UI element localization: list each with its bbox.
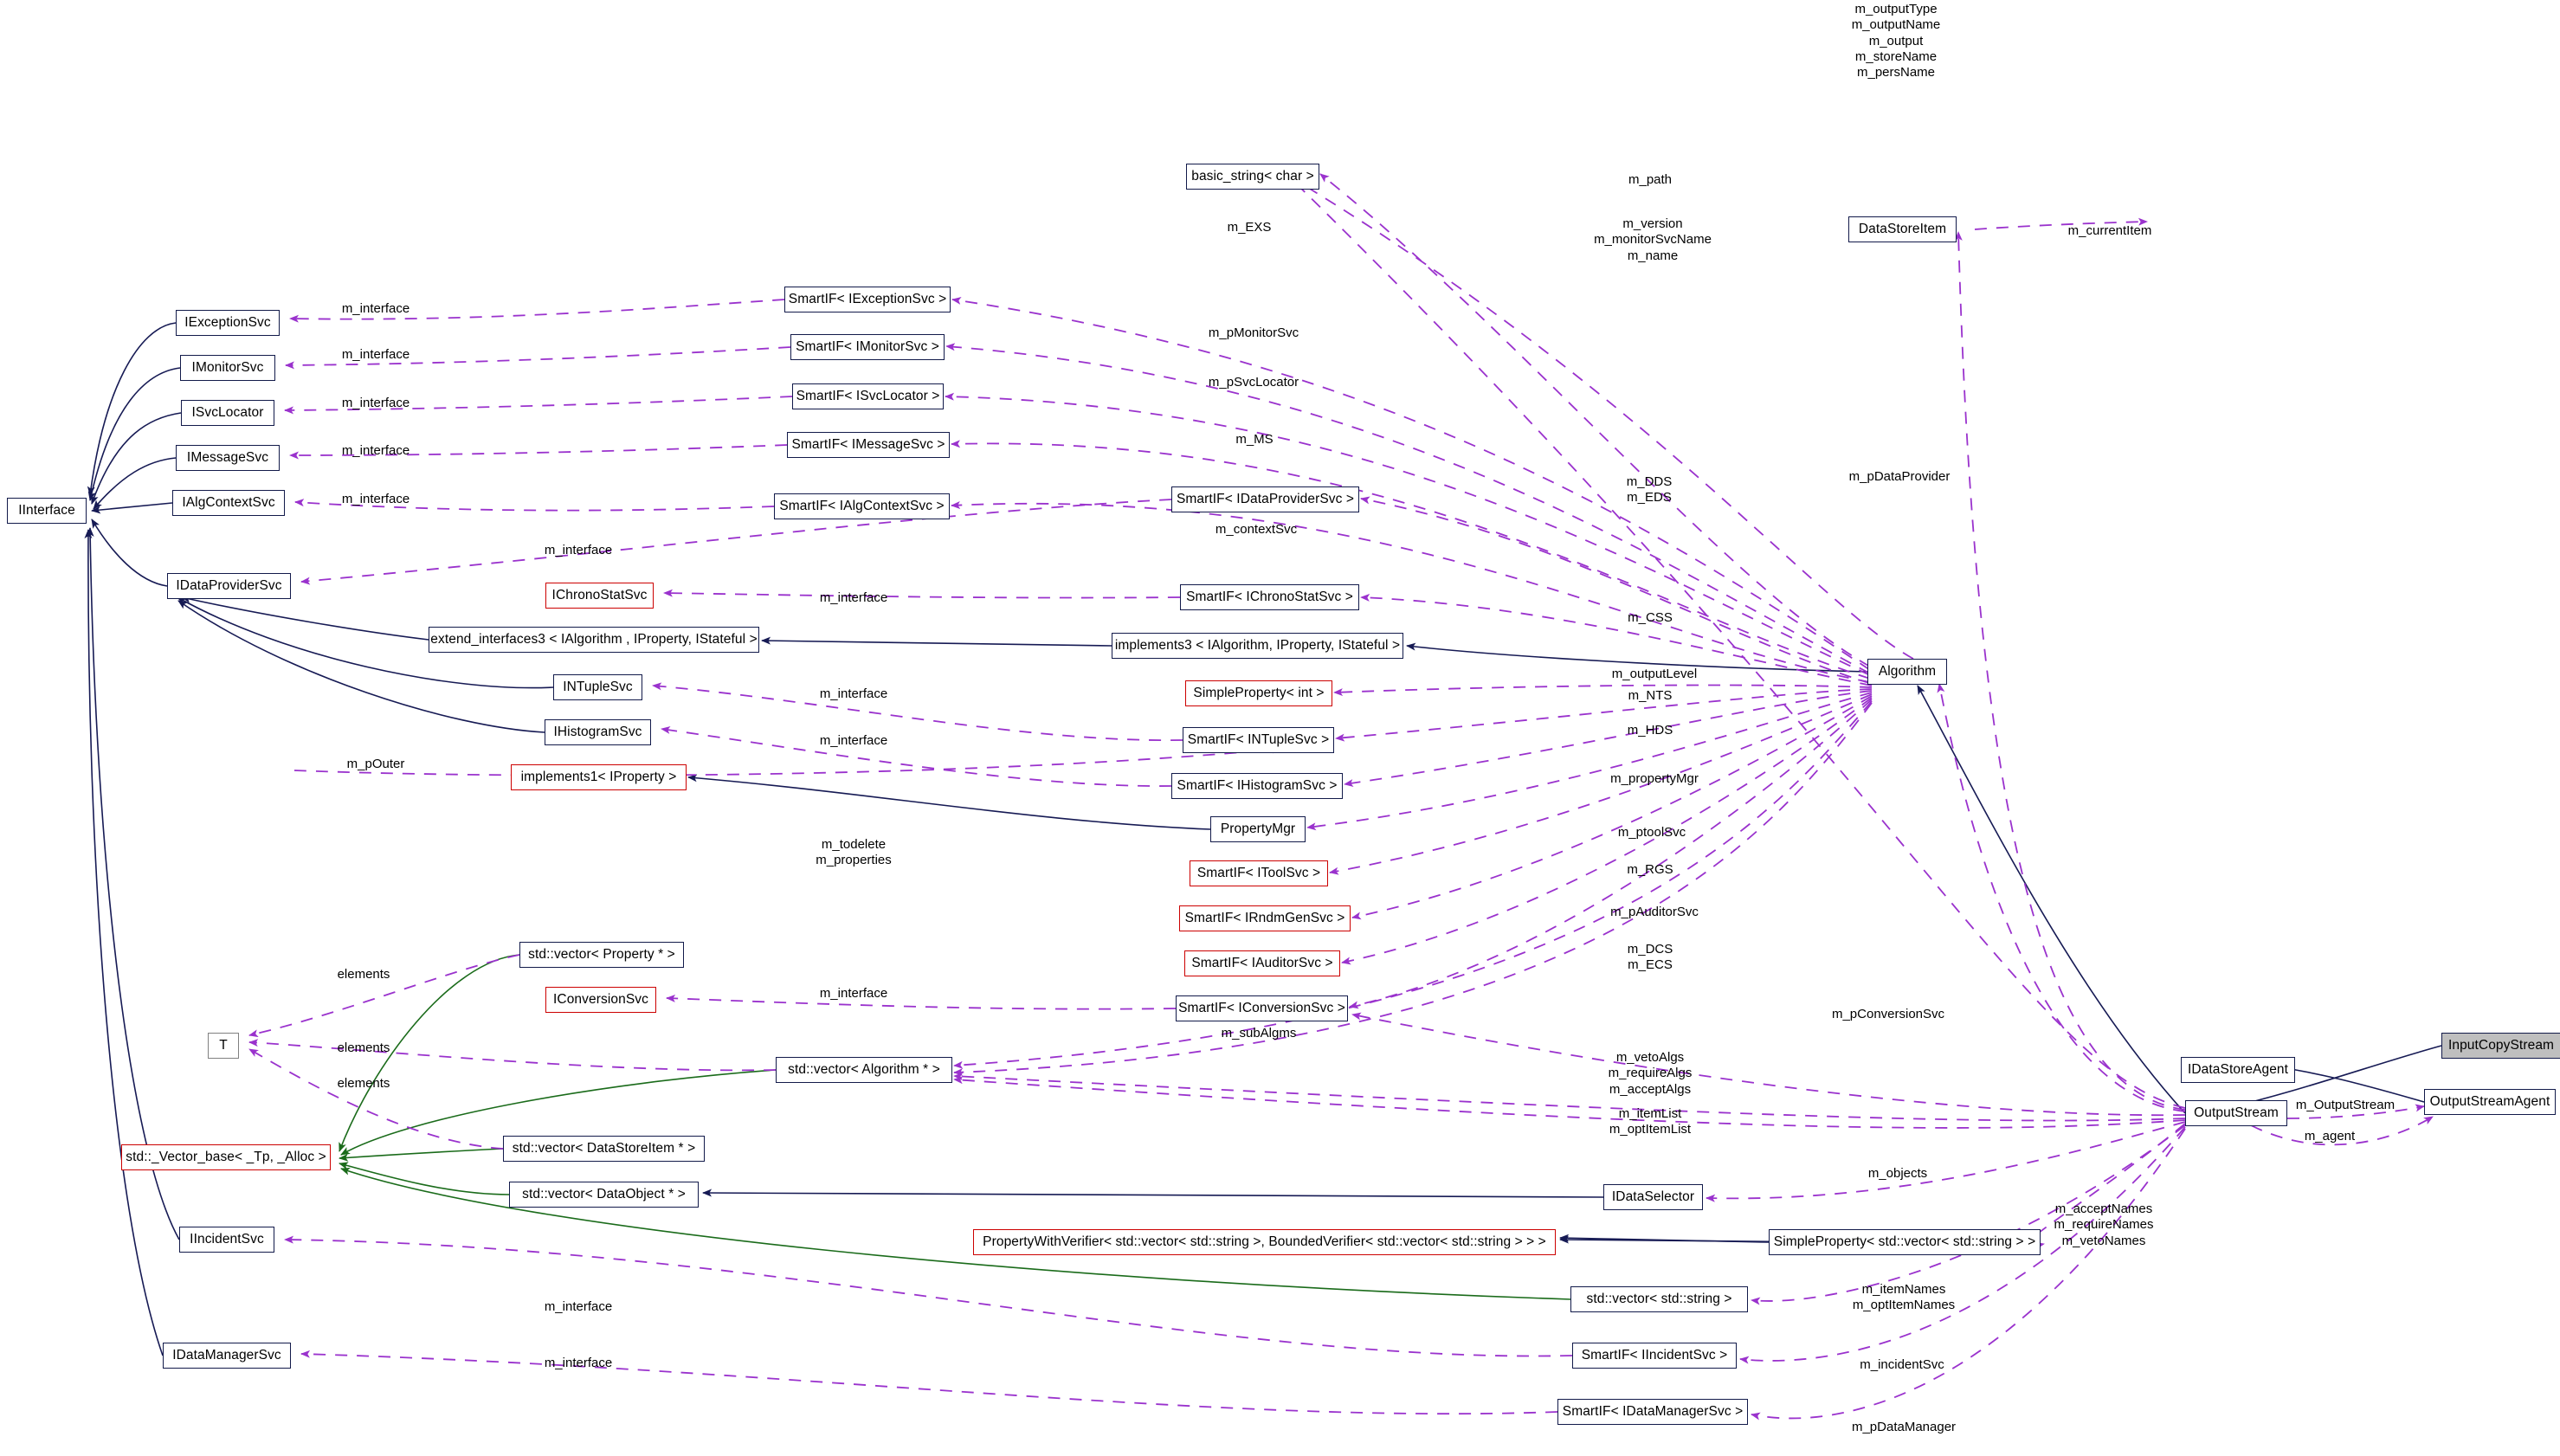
class-node-smartif_isvclocator[interactable]: SmartIF< ISvcLocator >	[792, 383, 944, 409]
edge-label-l_nts: m_NTS	[1628, 688, 1673, 703]
class-node-smartif_imessagesvc[interactable]: SmartIF< IMessageSvc >	[787, 432, 950, 458]
edge-label-l_if9: m_interface	[819, 733, 888, 748]
edge-label-l_if12: m_interface	[544, 1356, 613, 1370]
class-node-outputstreamagent[interactable]: OutputStreamAgent	[2424, 1089, 2556, 1115]
edge-label-l_itemlist: m_itemList m_optItemList	[1609, 1106, 1692, 1137]
class-node-isvclocator[interactable]: ISvcLocator	[181, 400, 274, 426]
edge-label-l_if3: m_interface	[341, 396, 410, 410]
edge-label-l_pmonitorsvc: m_pMonitorSvc	[1208, 325, 1299, 340]
class-node-vector_algorithm[interactable]: std::vector< Algorithm * >	[776, 1057, 952, 1083]
class-node-vector_property[interactable]: std::vector< Property * >	[519, 942, 684, 968]
edge-label-l_outputlevel: m_outputLevel	[1611, 667, 1698, 681]
edge-label-l_outputtype: m_outputType m_outputName m_output m_sto…	[1851, 2, 1941, 81]
edge-label-l_elements2: elements	[337, 1040, 390, 1055]
class-node-vector_string[interactable]: std::vector< std::string >	[1570, 1286, 1748, 1312]
class-node-inputcopystream[interactable]: InputCopyStream	[2441, 1033, 2560, 1059]
class-node-outputstream[interactable]: OutputStream	[2185, 1100, 2287, 1126]
class-node-implements1[interactable]: implements1< IProperty >	[511, 764, 687, 790]
edge-label-l_if4: m_interface	[341, 443, 410, 458]
class-node-ichronostatsvc[interactable]: IChronoStatSvc	[545, 583, 654, 609]
class-node-idataprovidersvc[interactable]: IDataProviderSvc	[167, 573, 291, 599]
edge-label-l_if8: m_interface	[819, 686, 888, 701]
class-node-extend_interfaces3[interactable]: extend_interfaces3 < IAlgorithm , IPrope…	[429, 627, 759, 653]
class-node-smartif_irndmgensvc[interactable]: SmartIF< IRndmGenSvc >	[1179, 905, 1351, 931]
edge-label-l_vetoalgs: m_vetoAlgs m_requireAlgs m_acceptAlgs	[1608, 1050, 1693, 1097]
edge-label-l_if11: m_interface	[544, 1299, 613, 1314]
edge-label-l_hds: m_HDS	[1627, 723, 1673, 738]
edge-label-l_css: m_CSS	[1628, 610, 1673, 625]
class-node-smartif_idataprovider[interactable]: SmartIF< IDataProviderSvc >	[1171, 486, 1359, 512]
edge-label-l_rgs: m_RGS	[1627, 862, 1673, 877]
edge-label-l_dds: m_DDS m_EDS	[1626, 474, 1673, 506]
edge-label-l_if5: m_interface	[341, 492, 410, 506]
edge-label-l_ptoolsvc: m_ptoolSvc	[1617, 825, 1686, 840]
edge-label-l_pouter: m_pOuter	[346, 757, 405, 771]
class-node-iinterface[interactable]: IInterface	[7, 498, 87, 524]
class-node-intuplesvc[interactable]: INTupleSvc	[553, 674, 642, 700]
class-node-algorithm[interactable]: Algorithm	[1867, 659, 1947, 685]
edge-label-l_if2: m_interface	[341, 347, 410, 362]
class-node-vector_datastoreitem[interactable]: std::vector< DataStoreItem * >	[503, 1136, 705, 1162]
class-node-vector_base[interactable]: std::_Vector_base< _Tp, _Alloc >	[121, 1144, 331, 1170]
class-node-datastoreitem[interactable]: DataStoreItem	[1848, 216, 1957, 242]
class-node-propertywithverifier[interactable]: PropertyWithVerifier< std::vector< std::…	[973, 1229, 1556, 1255]
edge-label-l_pauditorsvc: m_pAuditorSvc	[1610, 905, 1699, 919]
class-node-iincidentsvc[interactable]: IIncidentSvc	[179, 1227, 274, 1253]
edge-label-l_agent: m_agent	[2304, 1129, 2356, 1144]
edge-label-l_exs: m_EXS	[1227, 220, 1272, 235]
edge-label-l_subalgms: m_subAlgms	[1221, 1026, 1297, 1040]
class-node-smartif_iauditorsvc[interactable]: SmartIF< IAuditorSvc >	[1184, 950, 1340, 976]
edge-label-l_incidentsvc: m_incidentSvc	[1860, 1357, 1944, 1372]
class-node-idatastoreagent[interactable]: IDataStoreAgent	[2181, 1057, 2295, 1083]
edge-label-l_itemnames: m_itemNames m_optItemNames	[1852, 1282, 1956, 1313]
edge-label-l_elements1: elements	[337, 967, 390, 982]
class-node-smartif_ialgcontextsvc[interactable]: SmartIF< IAlgContextSvc >	[774, 493, 950, 519]
edge-label-l_outputstream: m_OutputStream	[2295, 1098, 2396, 1112]
edge-label-l_propertymgr: m_propertyMgr	[1610, 771, 1699, 786]
class-node-vector_dataobject[interactable]: std::vector< DataObject * >	[509, 1182, 699, 1208]
edge-label-l_path: m_path	[1628, 172, 1673, 187]
class-node-basic_string[interactable]: basic_string< char >	[1186, 164, 1319, 190]
edge-label-l_acceptnames: m_acceptNames m_requireNames m_vetoNames	[2054, 1202, 2154, 1248]
edge-label-l_dcs: m_DCS m_ECS	[1627, 942, 1673, 973]
class-node-iexceptionsvc[interactable]: IExceptionSvc	[176, 310, 280, 336]
class-node-ialgcontextsvc[interactable]: IAlgContextSvc	[172, 490, 285, 516]
edge-label-l_pdataprovider: m_pDataProvider	[1848, 469, 1951, 484]
edge-label-l_contextsvc: m_contextSvc	[1215, 522, 1298, 537]
class-node-smartif_idatamanager[interactable]: SmartIF< IDataManagerSvc >	[1557, 1399, 1748, 1425]
edge-label-l_version: m_version m_monitorSvcName m_name	[1594, 216, 1712, 263]
class-node-simpleproperty_vec[interactable]: SimpleProperty< std::vector< std::string…	[1769, 1229, 2041, 1255]
class-node-smartif_iexceptionsvc[interactable]: SmartIF< IExceptionSvc >	[784, 287, 951, 312]
edge-label-l_currentitem: m_currentItem	[2067, 223, 2152, 238]
class-node-smartif_iconversionsvc[interactable]: SmartIF< IConversionSvc >	[1176, 995, 1348, 1021]
class-node-smartif_ichronostat[interactable]: SmartIF< IChronoStatSvc >	[1180, 584, 1359, 610]
class-node-smartif_itoolsvc[interactable]: SmartIF< IToolSvc >	[1190, 860, 1328, 886]
edge-label-l_ms: m_MS	[1235, 432, 1274, 447]
edge-label-l_if7: m_interface	[819, 590, 888, 605]
class-node-simpleproperty_int[interactable]: SimpleProperty< int >	[1185, 680, 1332, 706]
class-node-t[interactable]: T	[208, 1033, 239, 1059]
class-node-propertymgr[interactable]: PropertyMgr	[1210, 816, 1306, 842]
edge-label-l_psvclocator: m_pSvcLocator	[1208, 375, 1299, 390]
class-node-idatamanagersvc[interactable]: IDataManagerSvc	[163, 1343, 291, 1369]
edge-label-l_if6: m_interface	[544, 543, 613, 557]
edge-label-l_elements3: elements	[337, 1076, 390, 1091]
class-node-imessagesvc[interactable]: IMessageSvc	[176, 445, 280, 471]
class-node-smartif_intuplesvc[interactable]: SmartIF< INTupleSvc >	[1183, 727, 1334, 753]
edge-label-l_pconversionsvc: m_pConversionSvc	[1831, 1007, 1945, 1021]
edge-label-l_if10: m_interface	[819, 986, 888, 1001]
edge-label-l_if1: m_interface	[341, 301, 410, 316]
edge-label-l_objects: m_objects	[1867, 1166, 1928, 1181]
class-node-smartif_iincidentsvc[interactable]: SmartIF< IIncidentSvc >	[1572, 1343, 1737, 1369]
class-node-ihistogramsvc[interactable]: IHistogramSvc	[545, 719, 651, 745]
edge-label-l_pdatamanager: m_pDataManager	[1851, 1420, 1957, 1434]
class-node-idataselector[interactable]: IDataSelector	[1603, 1184, 1703, 1210]
class-node-implements3[interactable]: implements3 < IAlgorithm, IProperty, ISt…	[1112, 633, 1403, 659]
class-node-smartif_imonitorsvc[interactable]: SmartIF< IMonitorSvc >	[790, 334, 945, 360]
edge-label-l_todelete: m_todelete m_properties	[816, 837, 892, 868]
class-node-iconversionsvc[interactable]: IConversionSvc	[545, 987, 656, 1013]
class-node-smartif_ihistogramsvc[interactable]: SmartIF< IHistogramSvc >	[1171, 773, 1343, 799]
class-node-imonitorsvc[interactable]: IMonitorSvc	[180, 355, 275, 381]
